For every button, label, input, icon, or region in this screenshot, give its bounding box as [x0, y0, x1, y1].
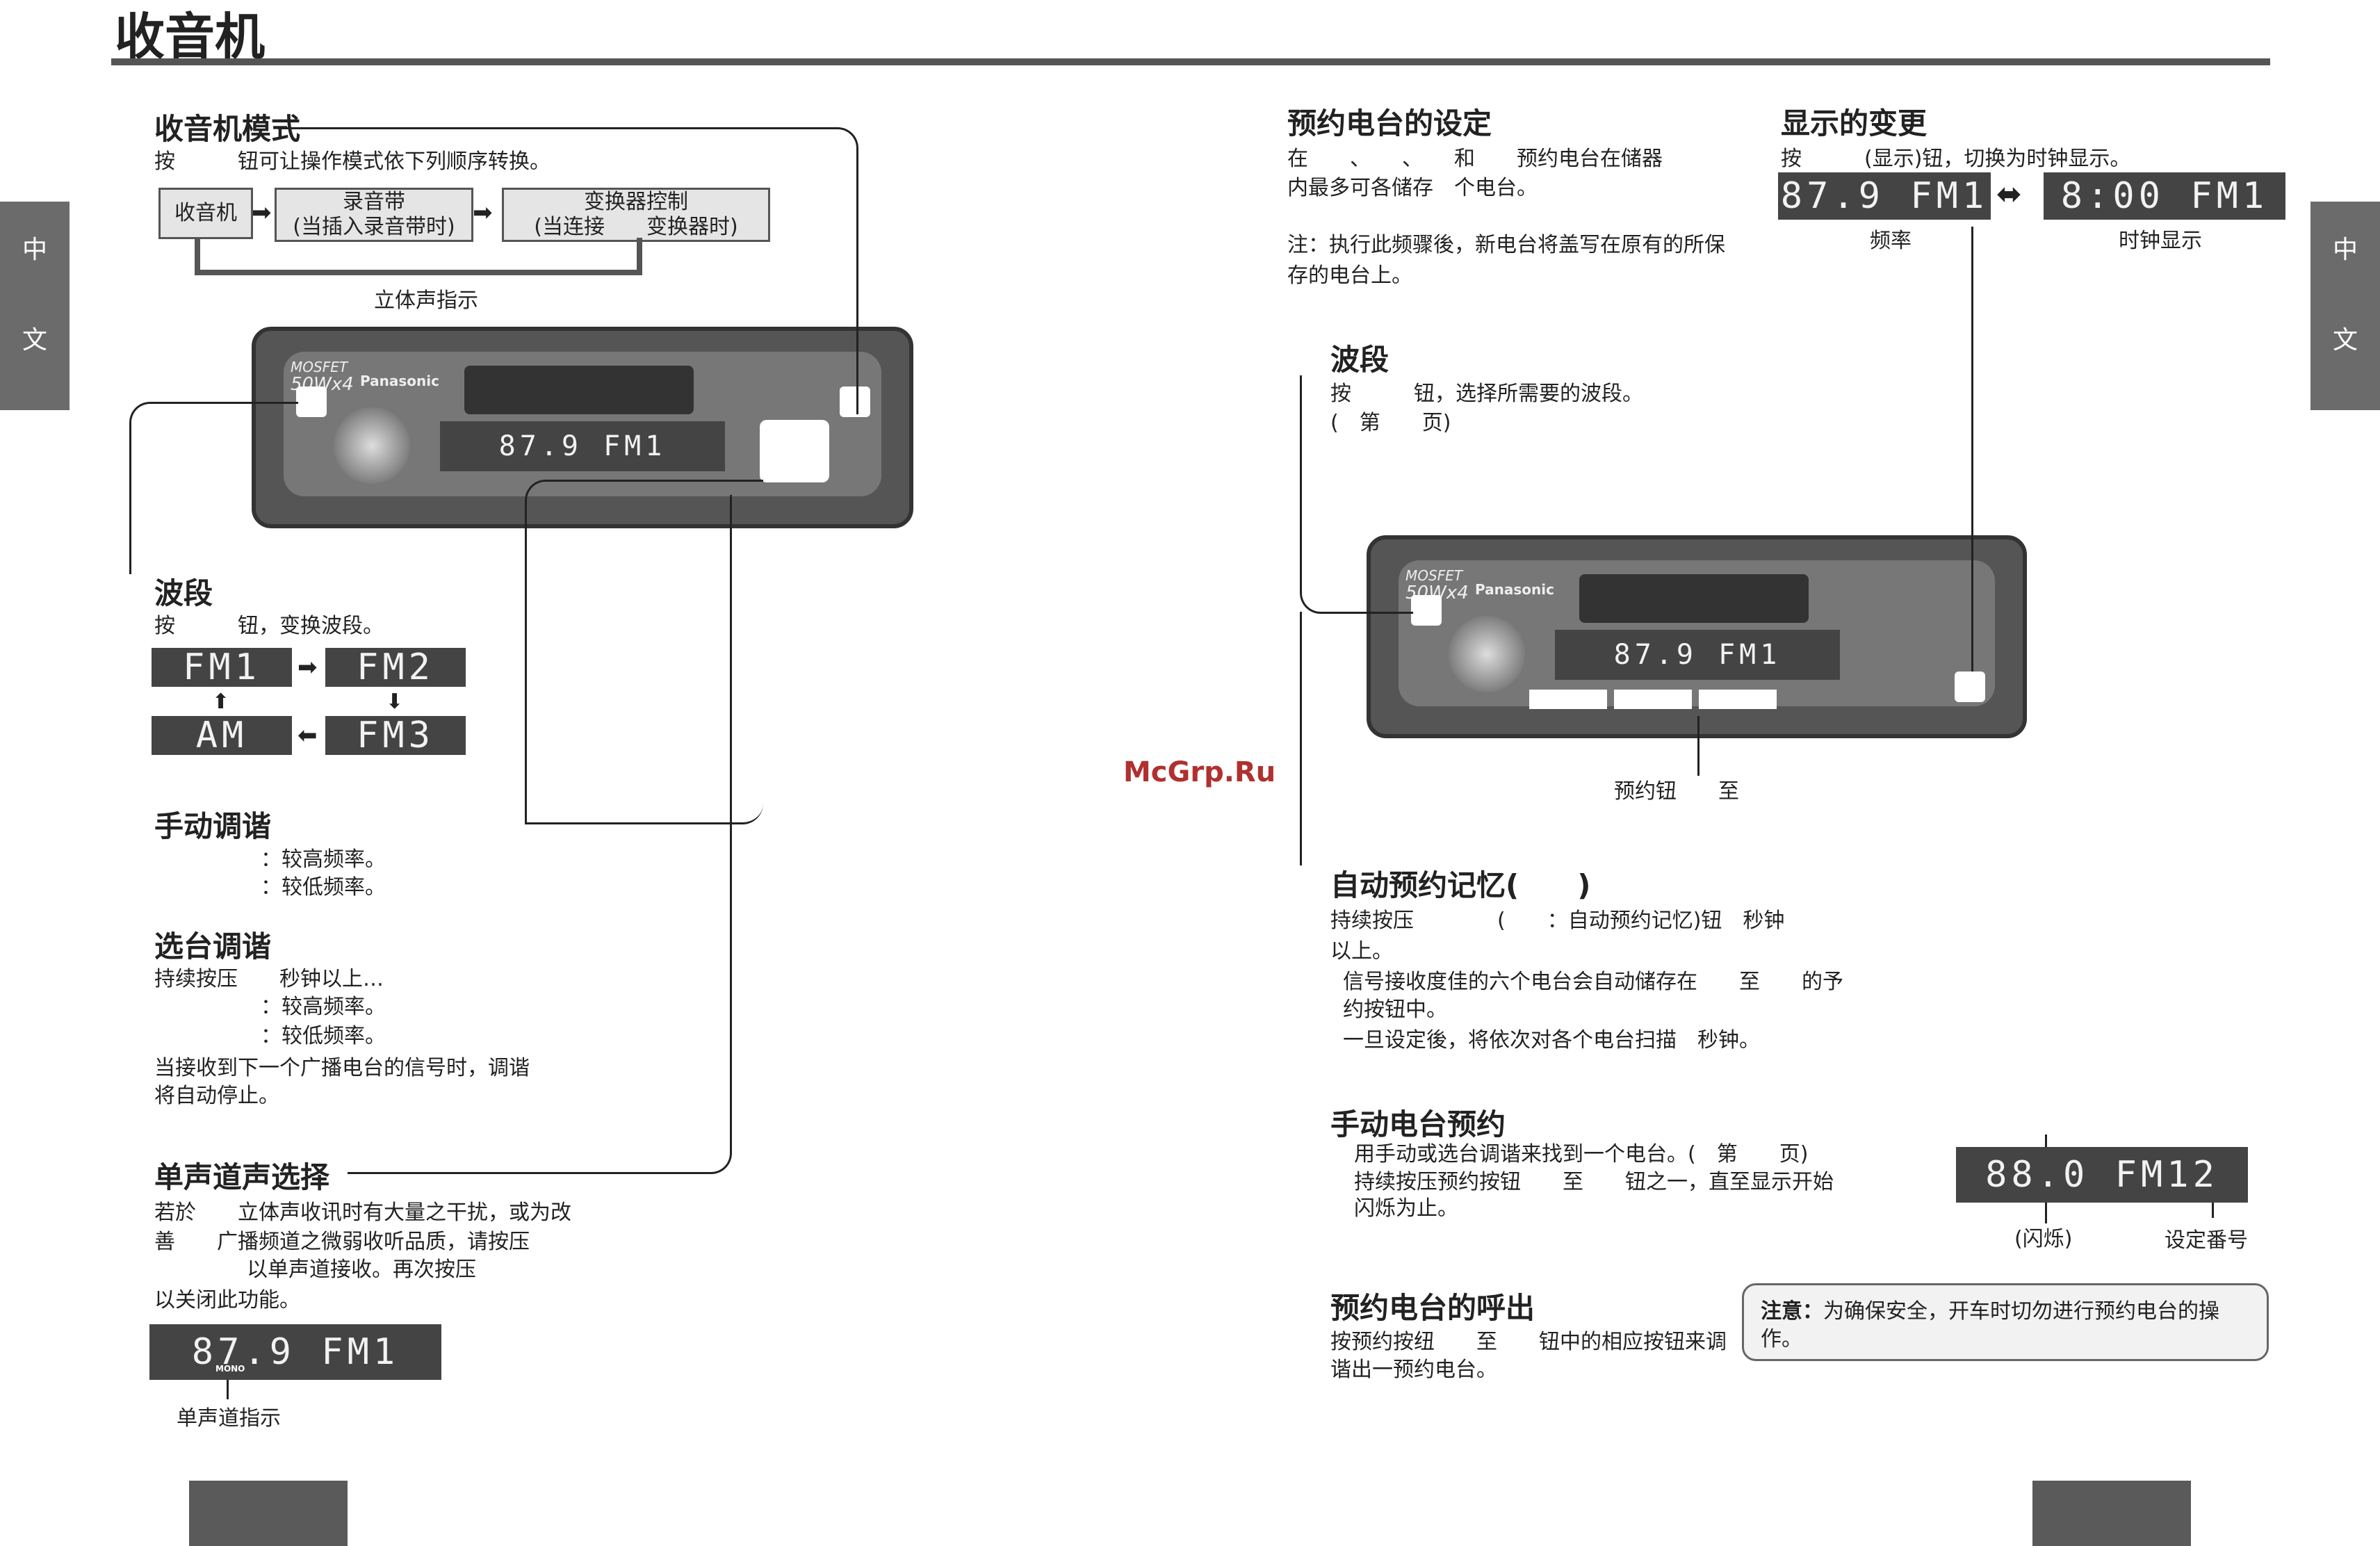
caption-blink: (闪烁) [2014, 1227, 2073, 1251]
preset-setup-heading: 预约电台的设定 [1287, 106, 1492, 140]
lcd-fm2: FM2 [325, 646, 466, 688]
preset-setup-line: 内最多可各储存 个电台。 [1287, 176, 1538, 200]
watermark: McGrp.Ru [1123, 756, 1276, 788]
lcd-frequency: 87.9 FM1 [1778, 172, 1991, 220]
auto-memory-heading: 自动预约记忆( ) [1330, 868, 1591, 902]
leader-line [129, 402, 298, 574]
arrow-down-icon: ⬇ [386, 690, 404, 714]
band-desc: 按 钮，变换波段。 [154, 614, 384, 638]
lcd-mono: 87.9 FM1 [149, 1324, 441, 1380]
preset-button[interactable] [1529, 690, 1607, 709]
mono-line: 以单声道接收。再次按压 [247, 1258, 476, 1282]
auto-memory-line: 一旦设定後，将依次对各个电台扫描 秒钟。 [1343, 1028, 1760, 1052]
manual-preset-heading: 手动电台预约 [1330, 1107, 1506, 1141]
radio-display: 87.9 FM1 [1555, 630, 1840, 680]
preset-button-label: 预约钮 至 [1614, 779, 1739, 804]
cassette-slot [464, 366, 694, 414]
recall-heading: 预约电台的呼出 [1330, 1291, 1535, 1325]
preset-setup-note: 注：执行此频骤後，新电台将盖写在原有的所保 [1287, 233, 1725, 257]
band-line: ( 第 页) [1330, 411, 1451, 435]
mono-indicator-caption: 单声道指示 [177, 1406, 281, 1431]
manual-line: ：较高频率。 [261, 847, 386, 872]
mode-tape-box: 录音带 (当插入录音带时) [275, 188, 473, 242]
caption-frequency: 频率 [1870, 229, 1912, 253]
band-heading: 波段 [154, 576, 213, 610]
band-line: 按 钮，选择所需要的波段。 [1330, 382, 1643, 406]
leader-line [1300, 375, 1413, 614]
mode-radio-box: 收音机 [158, 188, 253, 239]
arrow-right-icon: ➡ [298, 653, 318, 681]
caution-box: 注意：为确保安全，开车时切勿进行预约电台的操 作。 [1742, 1283, 2269, 1361]
arrow-left-icon: ⬅ [298, 722, 318, 749]
manual-preset-line: 闪烁为止。 [1354, 1196, 1458, 1221]
auto-memory-line: 以上。 [1330, 939, 1393, 963]
leader-line [348, 495, 732, 1174]
auto-memory-line: 约按钮中。 [1343, 998, 1447, 1022]
side-tab-left: 中 文 [0, 202, 70, 410]
seek-line: ：较低频率。 [261, 1024, 386, 1048]
page-number-block-right [2032, 1481, 2191, 1546]
recall-line: 按预约按纽 至 钮中的相应按钮来调 [1330, 1330, 1727, 1354]
display-button[interactable] [1955, 672, 1985, 702]
seek-line: 当接收到下一个广播电台的信号时，调谐 [154, 1056, 530, 1080]
radio-mode-heading: 收音机模式 [154, 112, 301, 146]
tune-button[interactable] [760, 420, 829, 482]
mono-line: 若於 立体声收讯时有大量之干扰，或为改 [154, 1201, 571, 1225]
mode-return-arrow [195, 238, 642, 275]
leader-line [278, 127, 858, 414]
band-button[interactable] [296, 386, 327, 417]
band-heading-right: 波段 [1330, 343, 1389, 377]
caption-clock: 时钟显示 [2119, 229, 2202, 253]
seek-line: 将自动停止。 [154, 1084, 279, 1108]
mono-line: 善 广播频道之微弱收听品质，请按压 [154, 1230, 530, 1254]
mono-tag: MONO [215, 1364, 245, 1374]
preset-button[interactable] [1614, 690, 1692, 709]
arrow-right-icon: ➡ [473, 199, 493, 227]
volume-knob[interactable] [334, 407, 410, 484]
band-button[interactable] [1411, 595, 1442, 626]
radio-display: 87.9 FM1 [440, 421, 725, 471]
swap-arrows-icon: ⬌ [1996, 177, 2022, 212]
mono-line: 以关闭此功能。 [154, 1288, 300, 1312]
display-change-heading: 显示的变更 [1781, 106, 1927, 140]
manual-line: ：较低频率。 [261, 875, 386, 900]
mono-heading: 单声道声选择 [154, 1160, 330, 1194]
radio-mode-desc: 按 钮可让操作模式依下列顺序转换。 [154, 149, 551, 174]
manual-tuning-heading: 手动调谐 [154, 809, 272, 843]
page-title: 收音机 [115, 8, 266, 66]
radio-unit-right: MOSFET 50Wx4 Panasonic 87.9 FM1 [1367, 535, 2027, 738]
preset-setup-line: 在 、 、 和 预约电台在储器 [1287, 147, 1663, 171]
manual-preset-line: 持续按压预约按钮 至 钮之一，直至显示开始 [1354, 1170, 1834, 1194]
seek-line: 持续按压 秒钟以上… [154, 967, 384, 991]
side-tab-right: 中 文 [2310, 202, 2380, 410]
caption-preset-number: 设定番号 [2165, 1228, 2248, 1253]
recall-line: 谐出一预约电台。 [1330, 1358, 1497, 1382]
brand-logo: Panasonic [1475, 581, 1554, 598]
lcd-fm1: FM1 [152, 646, 292, 688]
title-rule [111, 58, 2270, 65]
auto-memory-line: 持续按压 ( ：自动预约记忆)钮 秒钟 [1330, 909, 1785, 933]
lcd-fm3: FM3 [325, 715, 466, 756]
arrow-right-icon: ➡ [252, 199, 272, 227]
lcd-am: AM [152, 715, 292, 756]
display-change-desc: 按 (显示)钮，切换为时钟显示。 [1781, 147, 2131, 171]
radio-unit-left: MOSFET 50Wx4 Panasonic 87.9 FM1 [252, 327, 913, 528]
page-number-block-left [189, 1481, 348, 1546]
stereo-indicator-label: 立体声指示 [374, 288, 478, 313]
mode-changer-box: 变换器控制 (当连接 变换器时) [502, 188, 770, 242]
seek-line: ：较高频率。 [261, 995, 386, 1019]
leader-line [525, 480, 763, 824]
manual-preset-line: 用手动或选台调谐来找到一个电台。( 第 页) [1354, 1142, 1809, 1166]
brand-logo: Panasonic [360, 373, 439, 389]
cassette-slot [1579, 574, 1809, 623]
volume-knob[interactable] [1449, 616, 1525, 692]
preset-setup-note: 存的电台上。 [1287, 263, 1412, 288]
lcd-preset: 88.0 FM12 [1956, 1147, 2248, 1203]
auto-memory-line: 信号接收度佳的六个电台会自动储存在 至 的予 [1343, 970, 1843, 994]
arrow-up-icon: ⬆ [212, 690, 230, 714]
lcd-clock: 8:00 FM1 [2044, 172, 2285, 220]
seek-tuning-heading: 选台调谐 [154, 929, 272, 963]
preset-button[interactable] [1699, 690, 1777, 709]
